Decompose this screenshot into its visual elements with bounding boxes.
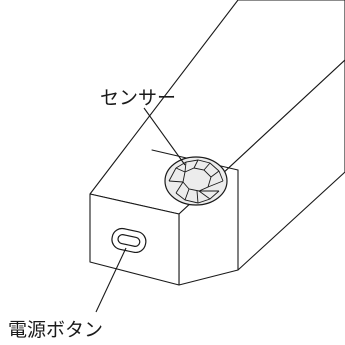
power-button-inner <box>117 234 141 247</box>
power-button-label: 電源ボタン <box>8 319 103 341</box>
sensor-leader-line <box>143 107 186 166</box>
sensor-outline <box>164 156 228 206</box>
power-button <box>111 227 147 254</box>
sensor-label: センサー <box>100 87 176 109</box>
power-button-leader-line <box>95 247 127 313</box>
device-body <box>89 0 345 286</box>
sensor-facets <box>168 159 224 204</box>
sensor-dome <box>164 156 228 206</box>
